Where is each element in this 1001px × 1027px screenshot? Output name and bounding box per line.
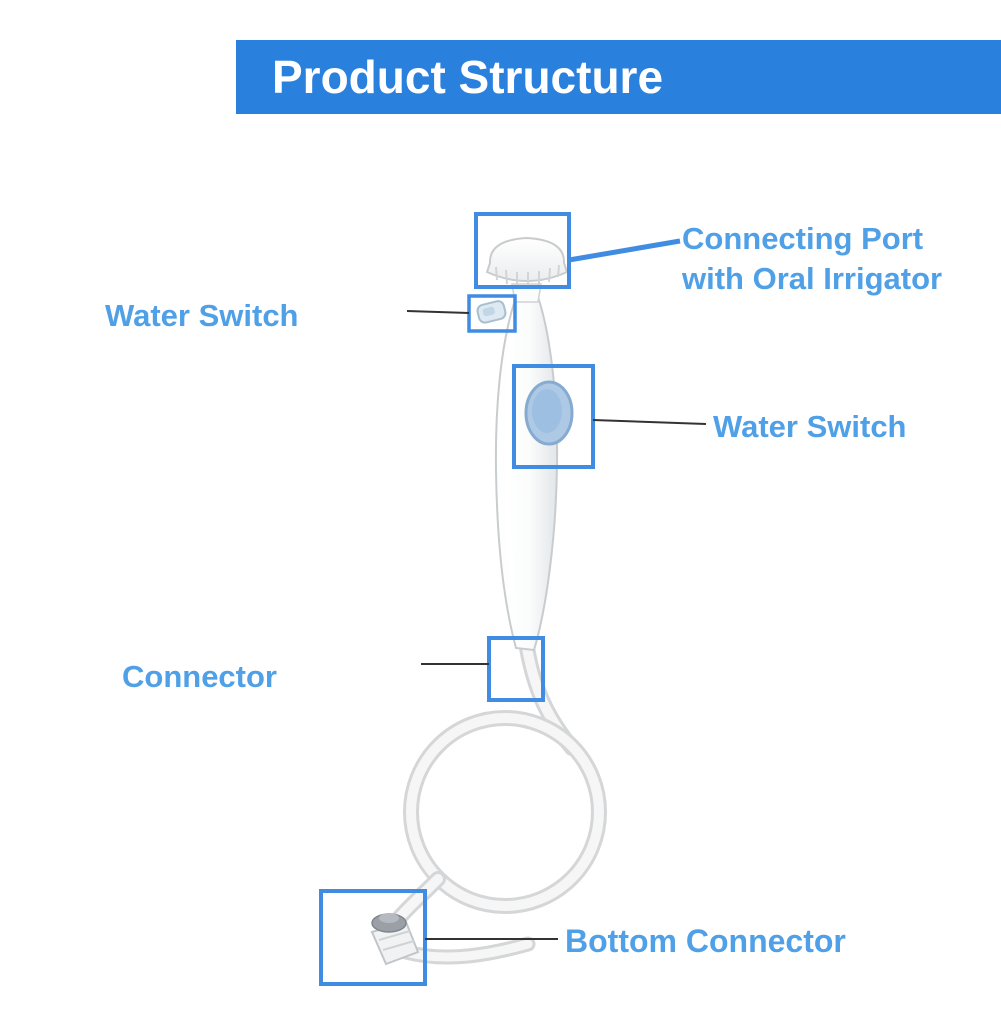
- callout-line-water-switch-left: [406, 310, 470, 314]
- page-title: Product Structure: [272, 51, 664, 103]
- bottom-connector-fitting: [370, 913, 420, 966]
- callout-line-water-switch-right: [592, 419, 707, 425]
- highlight-box-connecting-port: [474, 212, 571, 289]
- callout-lines: [406, 238, 707, 940]
- highlight-box-water-switch-right: [512, 364, 595, 469]
- highlight-box-water-switch-left: [467, 294, 517, 333]
- label-water-switch-right: Water Switch: [713, 409, 907, 444]
- label-connecting-port-line2: with Oral Irrigator: [682, 261, 943, 296]
- label-bottom-connector: Bottom Connector: [565, 923, 846, 959]
- highlight-box-bottom-connector: [319, 889, 427, 986]
- highlight-boxes: [319, 212, 595, 986]
- highlight-box-connector: [487, 636, 545, 702]
- header-banner: Product Structure: [236, 40, 1001, 114]
- water-switch-button: [524, 380, 574, 446]
- label-connecting-port: Connecting Port with Oral Irrigator: [682, 219, 1001, 299]
- water-switch-slider: [476, 300, 507, 324]
- callout-line-connecting-port: [568, 238, 681, 263]
- connecting-port-cap: [485, 236, 569, 287]
- label-connector: Connector: [122, 659, 277, 694]
- label-connecting-port-line1: Connecting Port: [682, 221, 924, 256]
- label-water-switch-left: Water Switch: [105, 298, 299, 333]
